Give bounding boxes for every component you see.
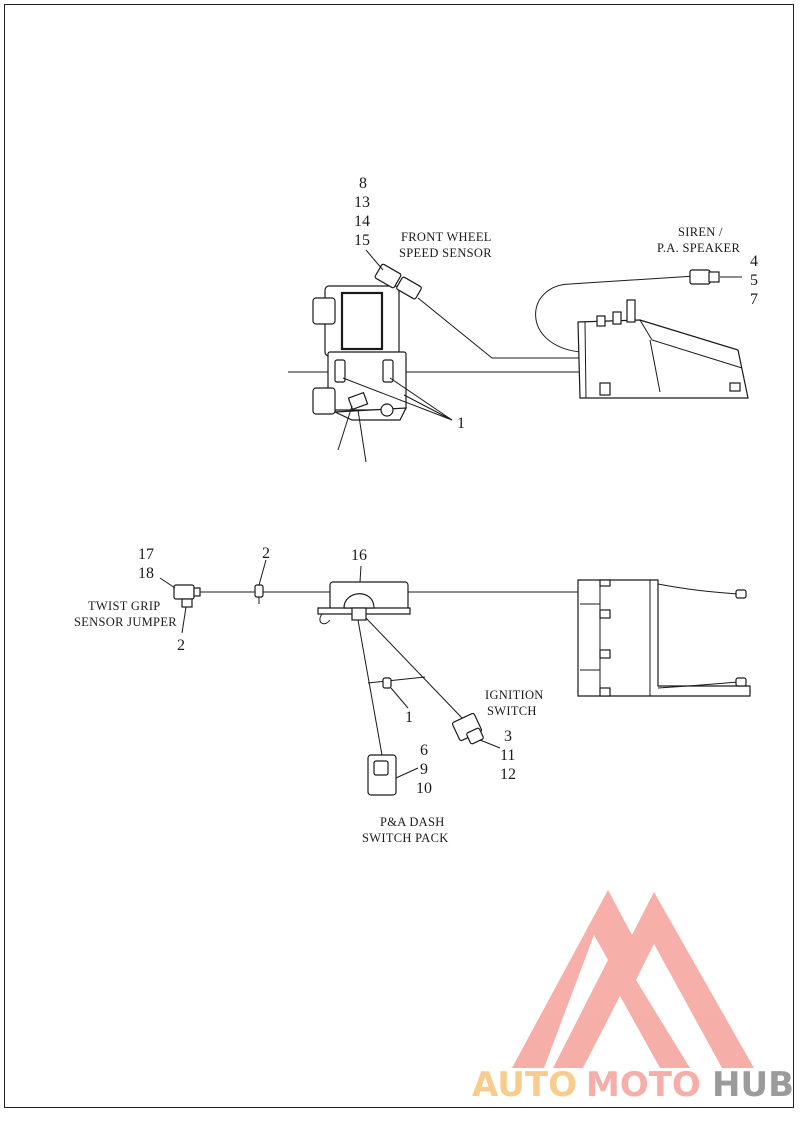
callout-12: 12 [500, 766, 516, 783]
callout-18: 18 [138, 565, 154, 582]
speed-sensor-connector [374, 263, 422, 300]
callout-9: 9 [420, 761, 428, 778]
callout-3: 3 [504, 728, 512, 745]
siren-speaker-connector [689, 269, 742, 285]
logo-text-moto: MOTO [586, 1065, 701, 1105]
bottom-assembly: 17 18 2 16 TWIST GRIP SENSOR JUMPER 2 1 … [74, 545, 751, 845]
callout-10: 10 [416, 780, 432, 797]
callout-2-jumper: 2 [177, 637, 185, 654]
dash-label-1: P&A DASH [380, 815, 445, 829]
dash-switch-pack-connector [367, 754, 419, 796]
callout-2-clip: 2 [262, 545, 270, 562]
logo-text-auto: AUTO [472, 1065, 577, 1105]
siren-label-1: SIREN / [678, 225, 723, 239]
fairing-bracket-top [577, 299, 749, 399]
callout-16: 16 [351, 547, 367, 564]
ignition-switch-connector [451, 712, 501, 749]
callout-5: 5 [750, 272, 758, 289]
twist-grip-jumper-connector [159, 577, 201, 608]
logo-text-hub: HUB [712, 1065, 794, 1105]
callout-1-top: 1 [457, 415, 465, 432]
twist-grip-label-1: TWIST GRIP [88, 599, 161, 613]
dash-label-2: SWITCH PACK [362, 831, 449, 845]
twist-grip-label-2: SENSOR JUMPER [74, 615, 177, 629]
ignition-label-1: IGNITION [485, 688, 544, 702]
callout-1-bottom: 1 [405, 709, 413, 726]
front-wheel-label-2: SPEED SENSOR [399, 246, 492, 260]
siren-label-2: P.A. SPEAKER [657, 241, 740, 255]
fairing-bracket-bottom [577, 579, 751, 697]
callout-11: 11 [500, 747, 515, 764]
harness-clip [254, 559, 267, 604]
callout-4: 4 [750, 253, 758, 270]
callout-13: 13 [354, 194, 370, 211]
ignition-label-2: SWITCH [487, 704, 537, 718]
top-assembly: 8 13 14 15 FRONT WHEEL SPEED SENSOR SIRE… [288, 175, 758, 463]
callout-15: 15 [354, 232, 370, 249]
handlebar-bracket [312, 285, 407, 463]
diagram-frame [4, 4, 794, 1108]
switch-housing [317, 565, 411, 625]
callout-6: 6 [420, 742, 428, 759]
automotohub-logo: AUTO MOTO HUB [472, 890, 794, 1105]
callout-14: 14 [354, 213, 370, 230]
callout-8: 8 [359, 175, 367, 192]
cable-tie [367, 676, 426, 709]
front-wheel-label-1: FRONT WHEEL [401, 230, 492, 244]
callout-7: 7 [750, 291, 758, 308]
callout-17: 17 [138, 546, 154, 563]
